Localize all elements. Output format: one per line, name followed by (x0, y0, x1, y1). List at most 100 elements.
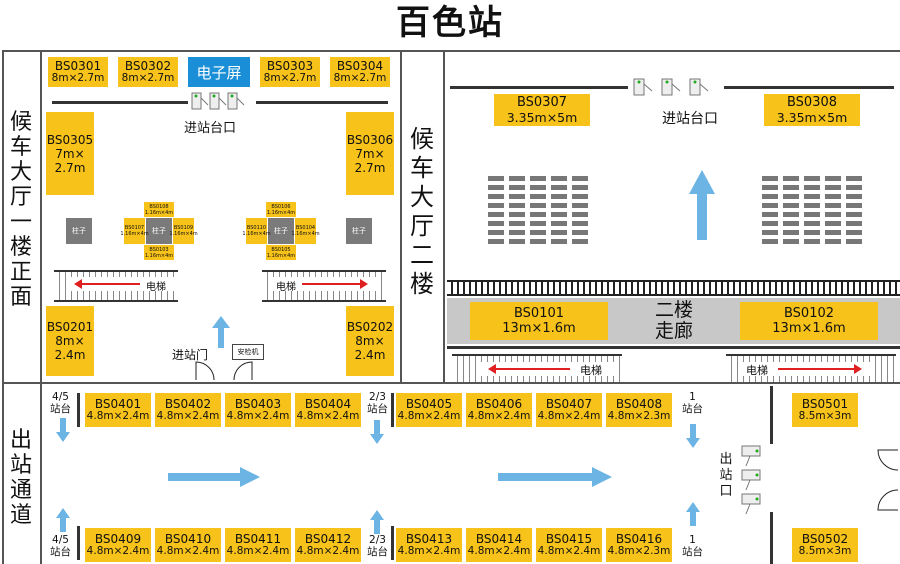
escalator-left-arrow-icon (74, 279, 140, 289)
up-arrow-icon-c (686, 502, 700, 526)
down-arrow-icon-b (370, 420, 384, 444)
seat (551, 203, 567, 208)
seat (509, 203, 525, 208)
seat (825, 194, 841, 199)
seat (488, 212, 504, 217)
corridor-label: 二楼走廊 (654, 299, 693, 342)
right-arrow-icon-a (168, 467, 260, 487)
exit-wall-bottom (770, 512, 773, 564)
seat (488, 185, 504, 190)
corridor-bottom-wall (447, 346, 900, 349)
seat (572, 239, 588, 244)
seat (762, 176, 778, 181)
seat (488, 239, 504, 244)
divider-bottom-a (77, 526, 80, 560)
seat (762, 212, 778, 217)
security-machine: 安检机 (232, 344, 264, 360)
seat (804, 176, 820, 181)
seat (509, 212, 525, 217)
seat (551, 230, 567, 235)
seat (488, 203, 504, 208)
seat (572, 212, 588, 217)
entry-door-icon (195, 361, 253, 381)
seat (825, 185, 841, 190)
entry-platform-label-hall1: 进站台口 (184, 121, 237, 136)
seat (846, 239, 862, 244)
seat (804, 212, 820, 217)
seat (825, 203, 841, 208)
seat (846, 185, 862, 190)
seat (572, 194, 588, 199)
hall-2-inner-divider (443, 50, 445, 384)
seat (804, 221, 820, 226)
seat (846, 230, 862, 235)
seat (488, 194, 504, 199)
seat (783, 185, 799, 190)
electronic-screen: 电子屏 (188, 57, 250, 87)
exit-inner-divider (40, 382, 42, 564)
seat (509, 194, 525, 199)
seat (783, 221, 799, 226)
seat (804, 203, 820, 208)
escalator-hall1-left-label: 电梯 (146, 282, 166, 293)
entry-turnstile-icon (191, 92, 245, 110)
escalator-right-arrow-icon (302, 279, 368, 289)
seat (825, 230, 841, 235)
escalator-hall2-right-arrow-icon (778, 364, 862, 374)
pillar-center-right: 柱子 (268, 218, 294, 244)
seat (804, 185, 820, 190)
up-arrow-icon-a (56, 508, 70, 532)
seat (572, 176, 588, 181)
exit-label: 出站口 (719, 452, 733, 499)
seat (762, 203, 778, 208)
seat (846, 194, 862, 199)
down-arrow-icon-a (56, 418, 70, 442)
seat (804, 230, 820, 235)
seat (509, 176, 525, 181)
seat (488, 176, 504, 181)
divider-top-a (77, 393, 80, 427)
exit-wall-top (770, 386, 773, 444)
